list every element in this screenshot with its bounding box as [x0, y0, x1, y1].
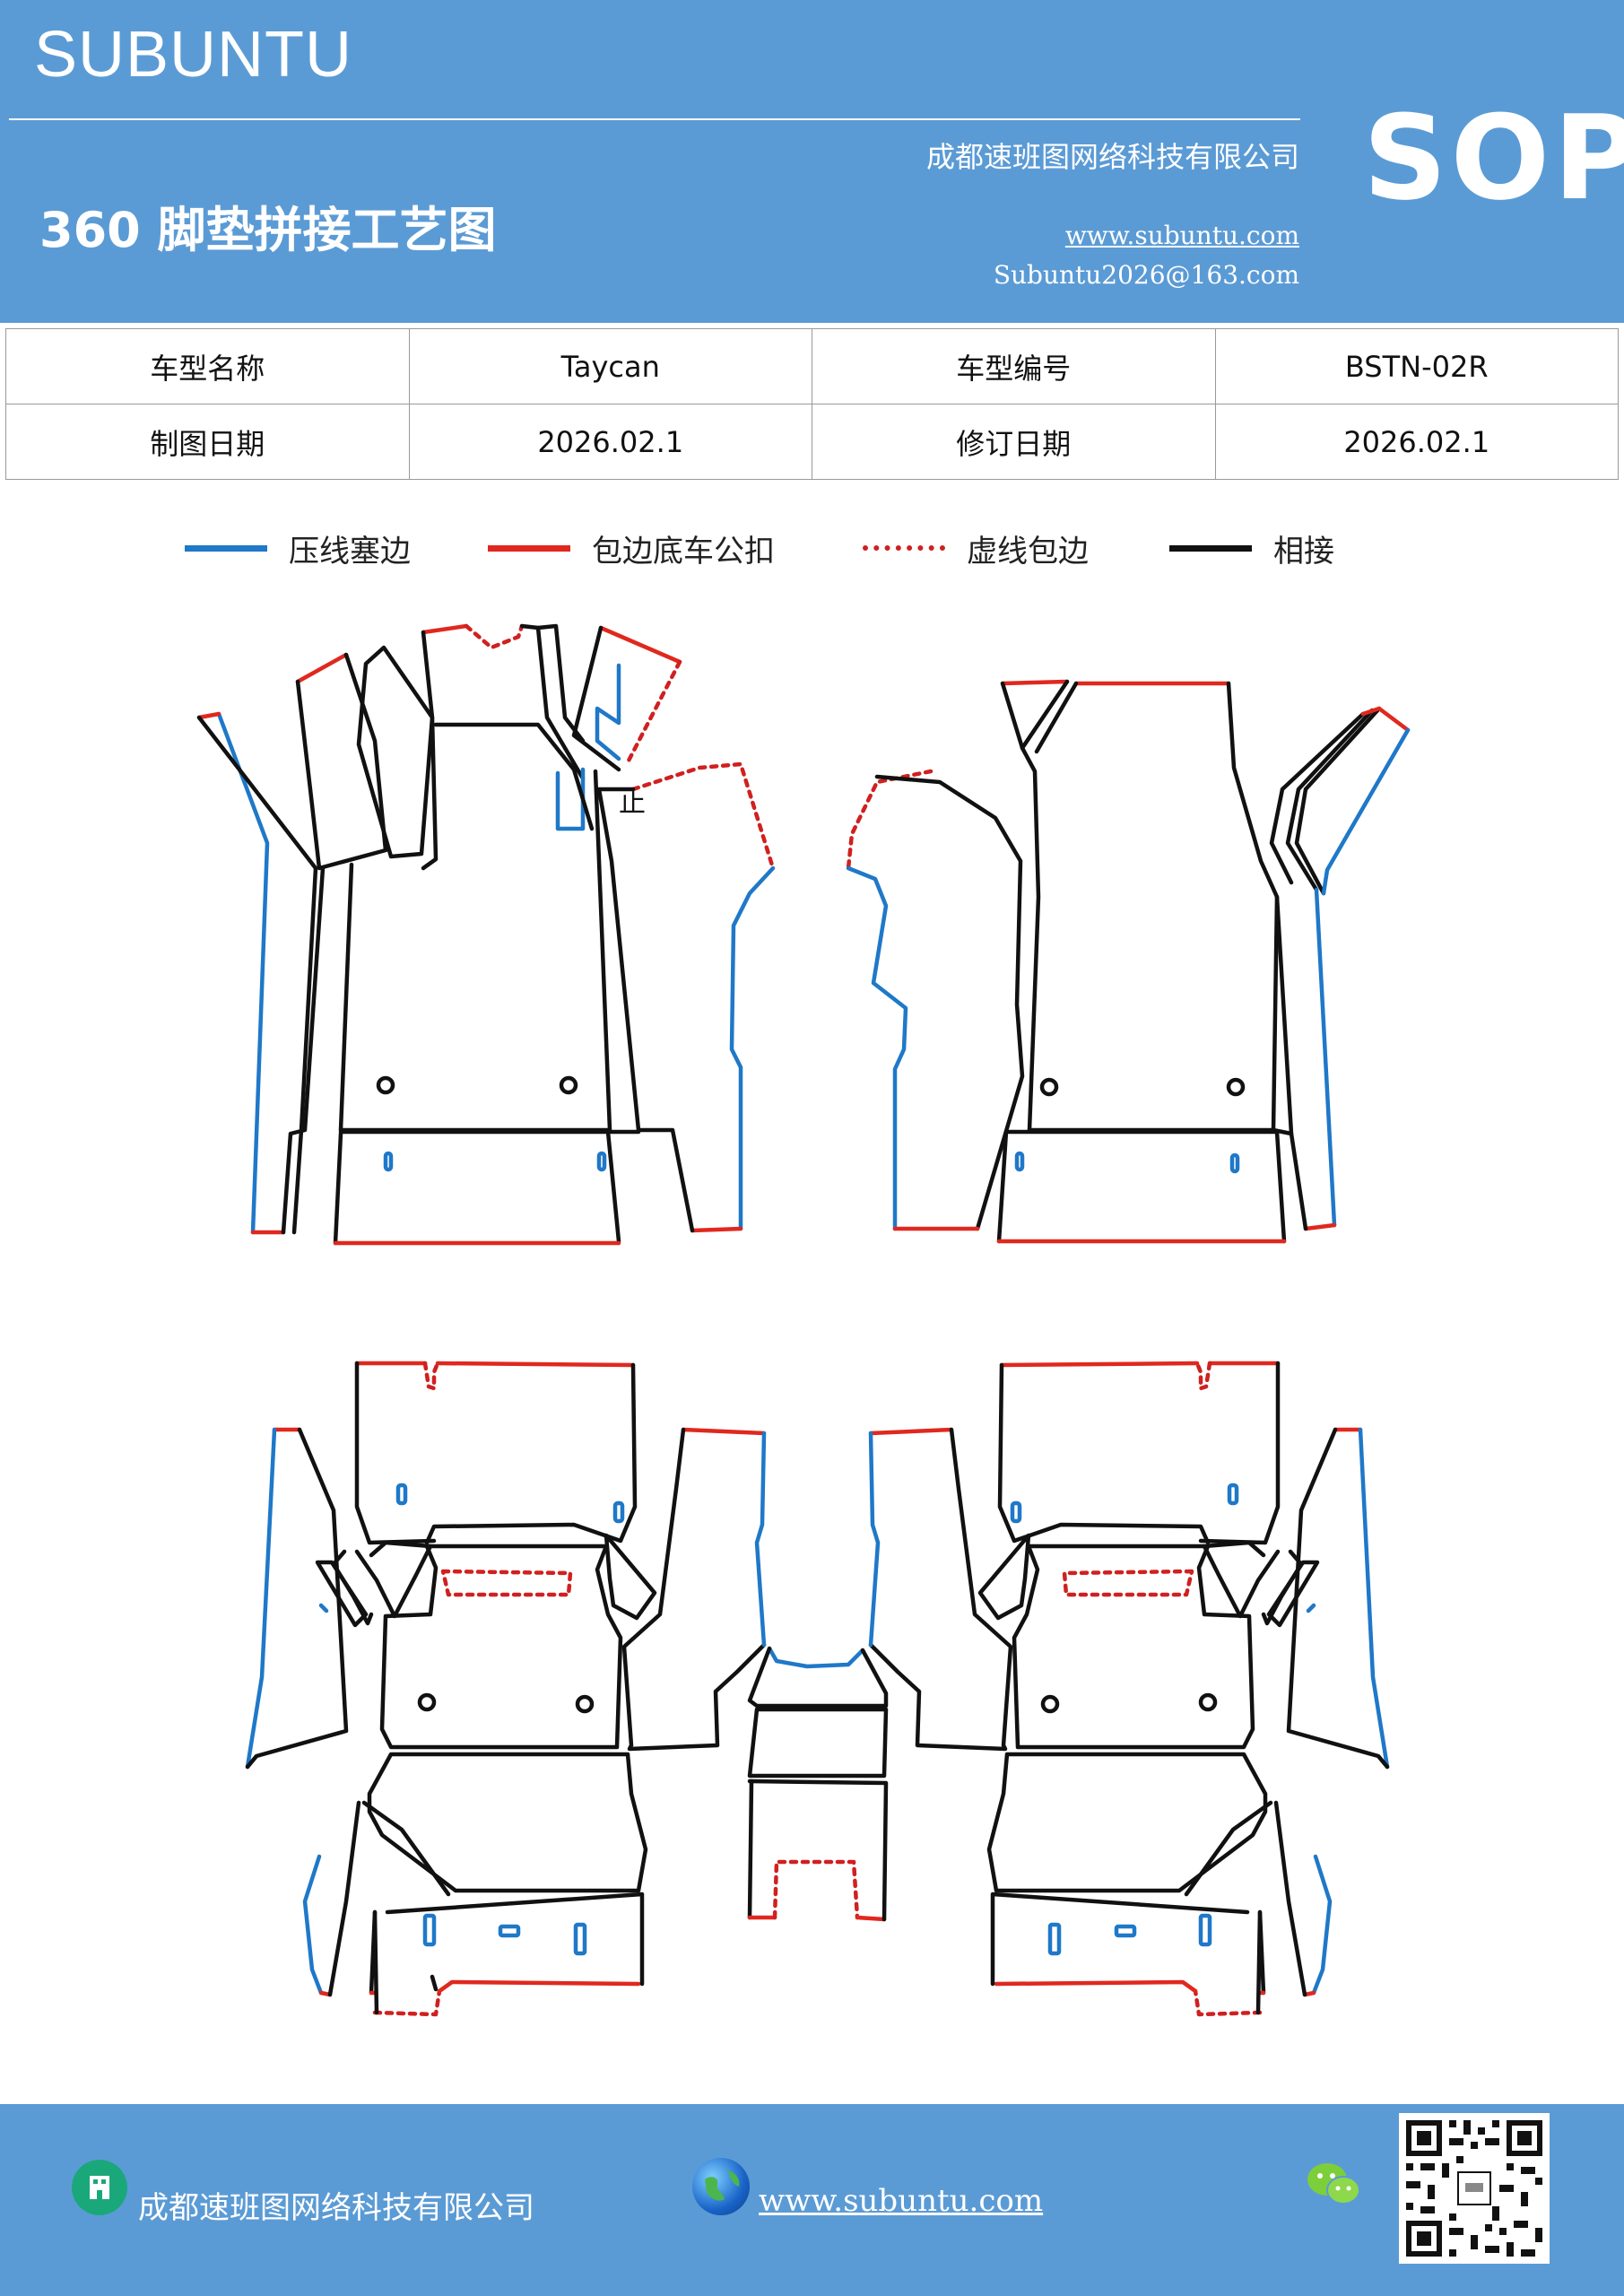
- label-cell: 制图日期: [5, 404, 410, 480]
- globe-icon-glyph: [705, 2170, 740, 2201]
- value-cell: BSTN-02R: [1214, 328, 1619, 404]
- label-cell: 车型名称: [5, 328, 410, 404]
- legend-item-black: 相接: [1169, 526, 1334, 570]
- header-divider: [9, 118, 1300, 120]
- sop-badge: SOP: [1363, 90, 1624, 226]
- header-email[interactable]: Subuntu2026@163.com: [993, 260, 1299, 290]
- legend-swatch: [185, 544, 267, 552]
- legend-swatch: [488, 544, 570, 552]
- value-cell: Taycan: [408, 328, 812, 404]
- floor-mat-diagram: .k{stroke:#111;stroke-width:4.5;} .b{str…: [196, 623, 1411, 2017]
- line-legend: 压线塞边 包边底车公扣 虚线包边 相接: [0, 526, 1624, 570]
- header-company: 成都速班图网络科技有限公司: [925, 140, 1299, 174]
- center-tunnel-mat-group: [747, 1646, 889, 1922]
- header-website-link[interactable]: www.subuntu.com: [1064, 221, 1299, 250]
- building-icon-glyph: [90, 2176, 109, 2199]
- table-row: 车型名称 Taycan 车型编号 BSTN-02R: [5, 328, 1619, 404]
- vehicle-info-table: 车型名称 Taycan 车型编号 BSTN-02R 制图日期 2026.02.1…: [5, 328, 1619, 480]
- rear-left-mat-group: [245, 1361, 767, 2017]
- legend-item-red: 包边底车公扣: [488, 526, 775, 570]
- legend-swatch: [863, 545, 945, 551]
- footer-company: 成都速班图网络科技有限公司: [138, 2190, 534, 2226]
- legend-item-dotted: 虚线包边: [863, 526, 1089, 570]
- legend-swatch: [1169, 544, 1252, 552]
- stop-marker-text: 止: [619, 787, 646, 819]
- table-row: 制图日期 2026.02.1 修订日期 2026.02.1: [5, 404, 1619, 480]
- value-cell: 2026.02.1: [1214, 404, 1619, 480]
- qr-code: [1399, 2113, 1550, 2264]
- footer-banner: 成都速班图网络科技有限公司 www.subuntu.com: [0, 2104, 1624, 2296]
- page-title: 360 脚垫拼接工艺图: [39, 202, 497, 258]
- front-right-mat-group: [846, 679, 1411, 1244]
- globe-icon: [692, 2158, 750, 2215]
- legend-item-blue: 压线塞边: [185, 526, 411, 570]
- value-cell: 2026.02.1: [408, 404, 812, 480]
- legend-label: 虚线包边: [967, 533, 1089, 570]
- rear-right-mat-group: [868, 1361, 1390, 2017]
- front-left-mat-group: [196, 623, 776, 1246]
- legend-label: 压线塞边: [289, 533, 411, 570]
- legend-label: 包边底车公扣: [592, 533, 775, 570]
- header-banner: SUBUNTU SOP 成都速班图网络科技有限公司 360 脚垫拼接工艺图 ww…: [0, 0, 1624, 323]
- building-icon: [72, 2160, 127, 2215]
- brand-name: SUBUNTU: [34, 19, 353, 91]
- label-cell: 修订日期: [812, 404, 1216, 480]
- wechat-icon[interactable]: [1304, 2158, 1363, 2210]
- qr-code-glyph: [1406, 2120, 1542, 2257]
- legend-label: 相接: [1273, 533, 1334, 570]
- label-cell: 车型编号: [812, 328, 1216, 404]
- footer-website-link[interactable]: www.subuntu.com: [759, 2183, 1044, 2219]
